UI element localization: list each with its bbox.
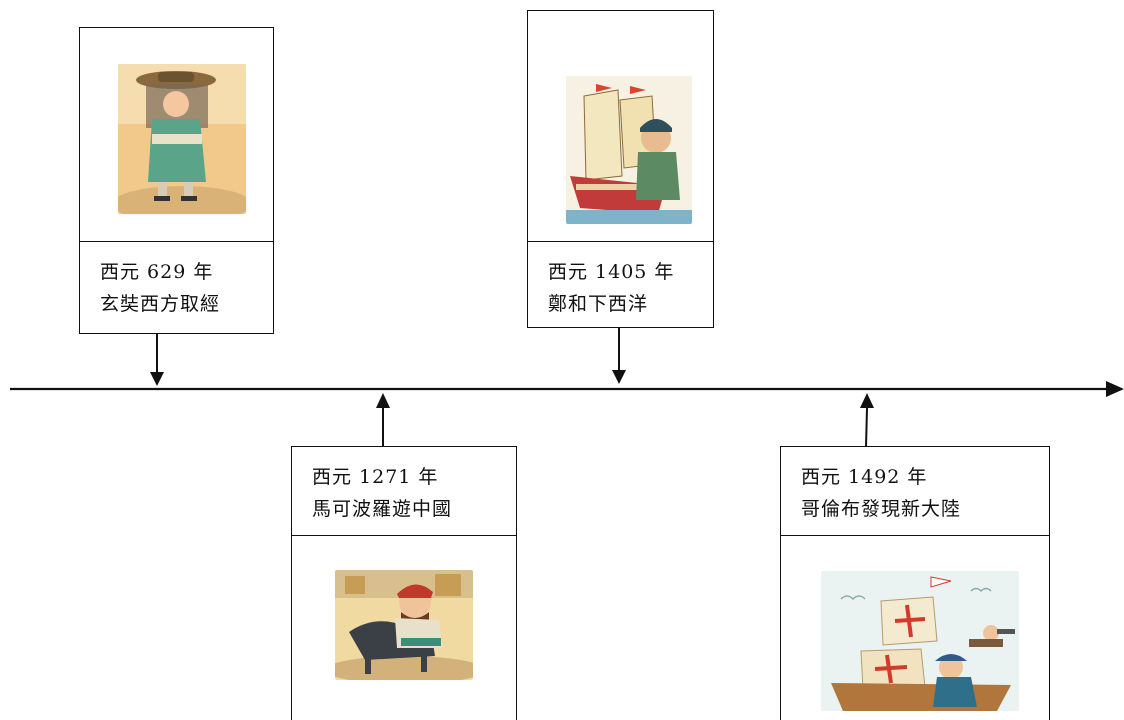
event-629-title: 玄奘西方取經 — [100, 293, 221, 315]
event-1271-arrow-up — [376, 393, 390, 408]
event-1492-connector — [865, 407, 868, 448]
event-629-label-box: 西元 629 年 玄奘西方取經 — [79, 241, 274, 334]
columbus-ship-illustration — [821, 571, 1019, 711]
event-1492-picture-card — [780, 535, 1050, 720]
event-1405-arrow-down — [612, 370, 626, 384]
event-1271-year: 西元 1271 年 — [312, 466, 439, 488]
monk-traveler-illustration — [118, 64, 246, 214]
event-1492-arrow-up — [860, 393, 874, 408]
zheng-he-treasure-ship-illustration — [566, 76, 692, 224]
event-629-arrow-down — [150, 372, 164, 386]
event-1492-label-box: 西元 1492 年 哥倫布發現新大陸 — [780, 446, 1050, 536]
event-1405-picture-card — [527, 10, 714, 242]
event-1405-title: 鄭和下西洋 — [548, 293, 649, 315]
event-1405-label-box: 西元 1405 年 鄭和下西洋 — [527, 241, 714, 328]
event-1271-title: 馬可波羅遊中國 — [312, 498, 453, 520]
event-1271-picture-card — [291, 535, 517, 720]
event-1405-year: 西元 1405 年 — [548, 261, 675, 283]
marco-polo-horse-illustration — [335, 570, 473, 680]
event-1492-year: 西元 1492 年 — [801, 466, 928, 488]
event-629-picture-card — [79, 27, 274, 242]
event-1271-label-box: 西元 1271 年 馬可波羅遊中國 — [291, 446, 517, 536]
event-1492-title: 哥倫布發現新大陸 — [801, 498, 962, 520]
event-629-year: 西元 629 年 — [100, 261, 214, 283]
timeline-axis-arrowhead — [1106, 381, 1124, 397]
